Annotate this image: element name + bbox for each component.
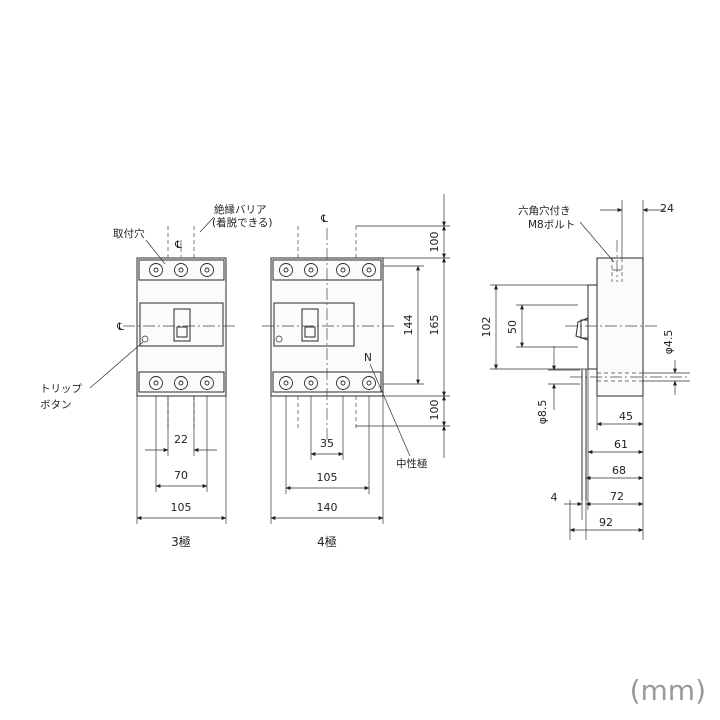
insulation-barrier-label-line2: (着脱できる) bbox=[212, 216, 272, 229]
dim-4: 4 bbox=[551, 491, 558, 504]
handle-3p bbox=[173, 308, 191, 342]
dim-68: 68 bbox=[612, 464, 626, 477]
dim-105-3p: 105 bbox=[171, 501, 192, 514]
trip-button-label-line2: ボタン bbox=[40, 399, 72, 411]
centerline-symbol-3p-top: ℄ bbox=[174, 239, 182, 251]
centerline-symbol-4p: ℄ bbox=[320, 213, 328, 225]
dim-102: 102 bbox=[480, 317, 493, 338]
terminals-top-4p bbox=[279, 263, 376, 277]
trip-button-label-line1: トリップ bbox=[40, 383, 82, 395]
terminals-top-3p bbox=[149, 263, 214, 277]
dim-61: 61 bbox=[614, 438, 628, 451]
dim-144: 144 bbox=[402, 315, 415, 336]
handle-4p bbox=[301, 308, 319, 342]
neutral-pole-label: 中性極 bbox=[396, 457, 428, 470]
cover-area-4p bbox=[273, 302, 355, 347]
dim-24: 24 bbox=[660, 202, 674, 215]
side-body bbox=[596, 257, 644, 397]
neutral-pole-mark: N bbox=[364, 352, 372, 364]
handle-knob-4p bbox=[304, 326, 316, 338]
dim-phi-4-5: φ4.5 bbox=[662, 330, 675, 355]
centerline-symbol-3p: ℄ bbox=[116, 321, 124, 333]
side-cover-step bbox=[587, 284, 598, 370]
hex-bolt-label-line1: 六角穴付き bbox=[518, 204, 571, 217]
side-view: 六角穴付き M8ボルト 24 102 50 φ4.5 φ8.5 bbox=[480, 200, 690, 540]
dim-92: 92 bbox=[599, 516, 613, 529]
dim-phi-8-5: φ8.5 bbox=[536, 400, 549, 425]
dim-140: 140 bbox=[317, 501, 338, 514]
dim-105-4p: 105 bbox=[317, 471, 338, 484]
unit-label: (mm) bbox=[630, 674, 706, 707]
dim-22: 22 bbox=[174, 433, 188, 446]
terminals-bottom-4p bbox=[279, 376, 376, 390]
caption-3-pole: 3極 bbox=[171, 534, 191, 549]
handle-knob-3p bbox=[176, 326, 188, 338]
hex-bolt-label-line2: M8ボルト bbox=[528, 219, 575, 231]
cover-area-3p bbox=[139, 302, 224, 347]
trip-button-4p bbox=[275, 335, 283, 343]
dim-100-top: 100 bbox=[428, 232, 441, 253]
dim-35: 35 bbox=[320, 437, 334, 450]
dim-50: 50 bbox=[506, 320, 519, 334]
trip-button bbox=[141, 335, 149, 343]
mount-hole-label: 取付穴 bbox=[113, 227, 145, 240]
four-pole-front-view: N ℄ 100 144 165 100 bbox=[262, 194, 450, 549]
three-pole-front-view: 22 70 105 取付穴 絶縁バリア (着脱できる) トリップ ボタン ℄ ℄… bbox=[40, 203, 272, 549]
dim-70: 70 bbox=[174, 469, 188, 482]
dim-100-bottom: 100 bbox=[428, 400, 441, 421]
side-handle bbox=[575, 317, 589, 341]
top-terminal-block-3p bbox=[138, 259, 225, 281]
side-handle-body bbox=[580, 319, 589, 339]
terminals-bottom-3p bbox=[149, 376, 214, 390]
dim-45: 45 bbox=[619, 410, 633, 423]
caption-4-pole: 4極 bbox=[317, 534, 337, 549]
dim-165: 165 bbox=[428, 315, 441, 336]
dim-72: 72 bbox=[610, 490, 624, 503]
bottom-terminal-block-3p bbox=[138, 371, 225, 393]
insulation-barrier-label-line1: 絶縁バリア bbox=[214, 203, 267, 216]
